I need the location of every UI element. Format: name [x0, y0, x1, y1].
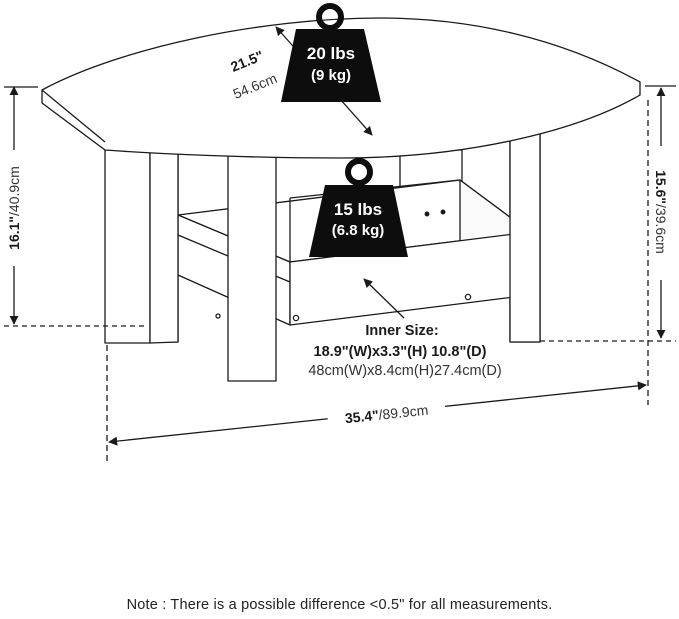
- width-inches: 35.4": [344, 407, 379, 426]
- measurement-note: Note : There is a possible difference <0…: [126, 597, 553, 613]
- front-left-leg-side: [149, 147, 179, 344]
- table-illustration: [41, 17, 641, 382]
- top-weight-icon: 20 lbs (9 kg): [281, 3, 381, 102]
- height-cm-text: /40.9cm: [6, 166, 22, 216]
- shelf-weight-icon: 15 lbs (6.8 kg): [309, 158, 408, 257]
- front-left-leg: [104, 147, 151, 344]
- inner-size-label: Inner Size: 18.9"(W)x3.3"(H) 10.8"(D) 48…: [308, 323, 501, 379]
- height-label-bg: [6, 150, 22, 266]
- top-weight-lbs: 20 lbs: [307, 44, 355, 63]
- shelf-weight-lbs: 15 lbs: [334, 200, 382, 219]
- front-center-leg: [227, 147, 277, 382]
- svg-text:15.6"/39.6cm: 15.6"/39.6cm: [653, 170, 669, 254]
- height-inches-text: 16.1": [6, 216, 22, 250]
- shelf-hole: [424, 211, 430, 217]
- inner-size-arrow: [363, 278, 405, 319]
- width-cm: /89.9cm: [378, 402, 429, 423]
- leg-height-label-bg: [653, 146, 669, 280]
- top-weight-kg: (9 kg): [311, 67, 351, 84]
- inner-size-title: Inner Size:: [365, 323, 438, 339]
- shelf-screw: [215, 313, 221, 319]
- svg-text:16.1"/40.9cm: 16.1"/40.9cm: [6, 166, 22, 250]
- inner-size-imperial: 18.9"(W)x3.3"(H) 10.8"(D): [314, 344, 487, 360]
- top-left-edge: [41, 89, 106, 143]
- shelf-screw: [292, 314, 300, 322]
- width-label: 35.4"/89.9cm: [326, 397, 447, 431]
- shelf-weight-kg: (6.8 kg): [332, 222, 385, 239]
- shelf-screw: [464, 293, 472, 301]
- leg-height-cm: /39.6cm: [653, 204, 669, 254]
- height-label-front: 16.1"/40.9cm: [6, 166, 22, 250]
- leg-height-inches: 15.6": [653, 170, 669, 204]
- front-right-leg: [509, 123, 541, 343]
- inner-size-metric: 48cm(W)x8.4cm(H)27.4cm(D): [308, 363, 501, 379]
- shelf-hole: [440, 209, 446, 215]
- leg-height-label: 15.6"/39.6cm: [653, 170, 669, 254]
- svg-text:35.4"/89.9cm: 35.4"/89.9cm: [344, 402, 429, 427]
